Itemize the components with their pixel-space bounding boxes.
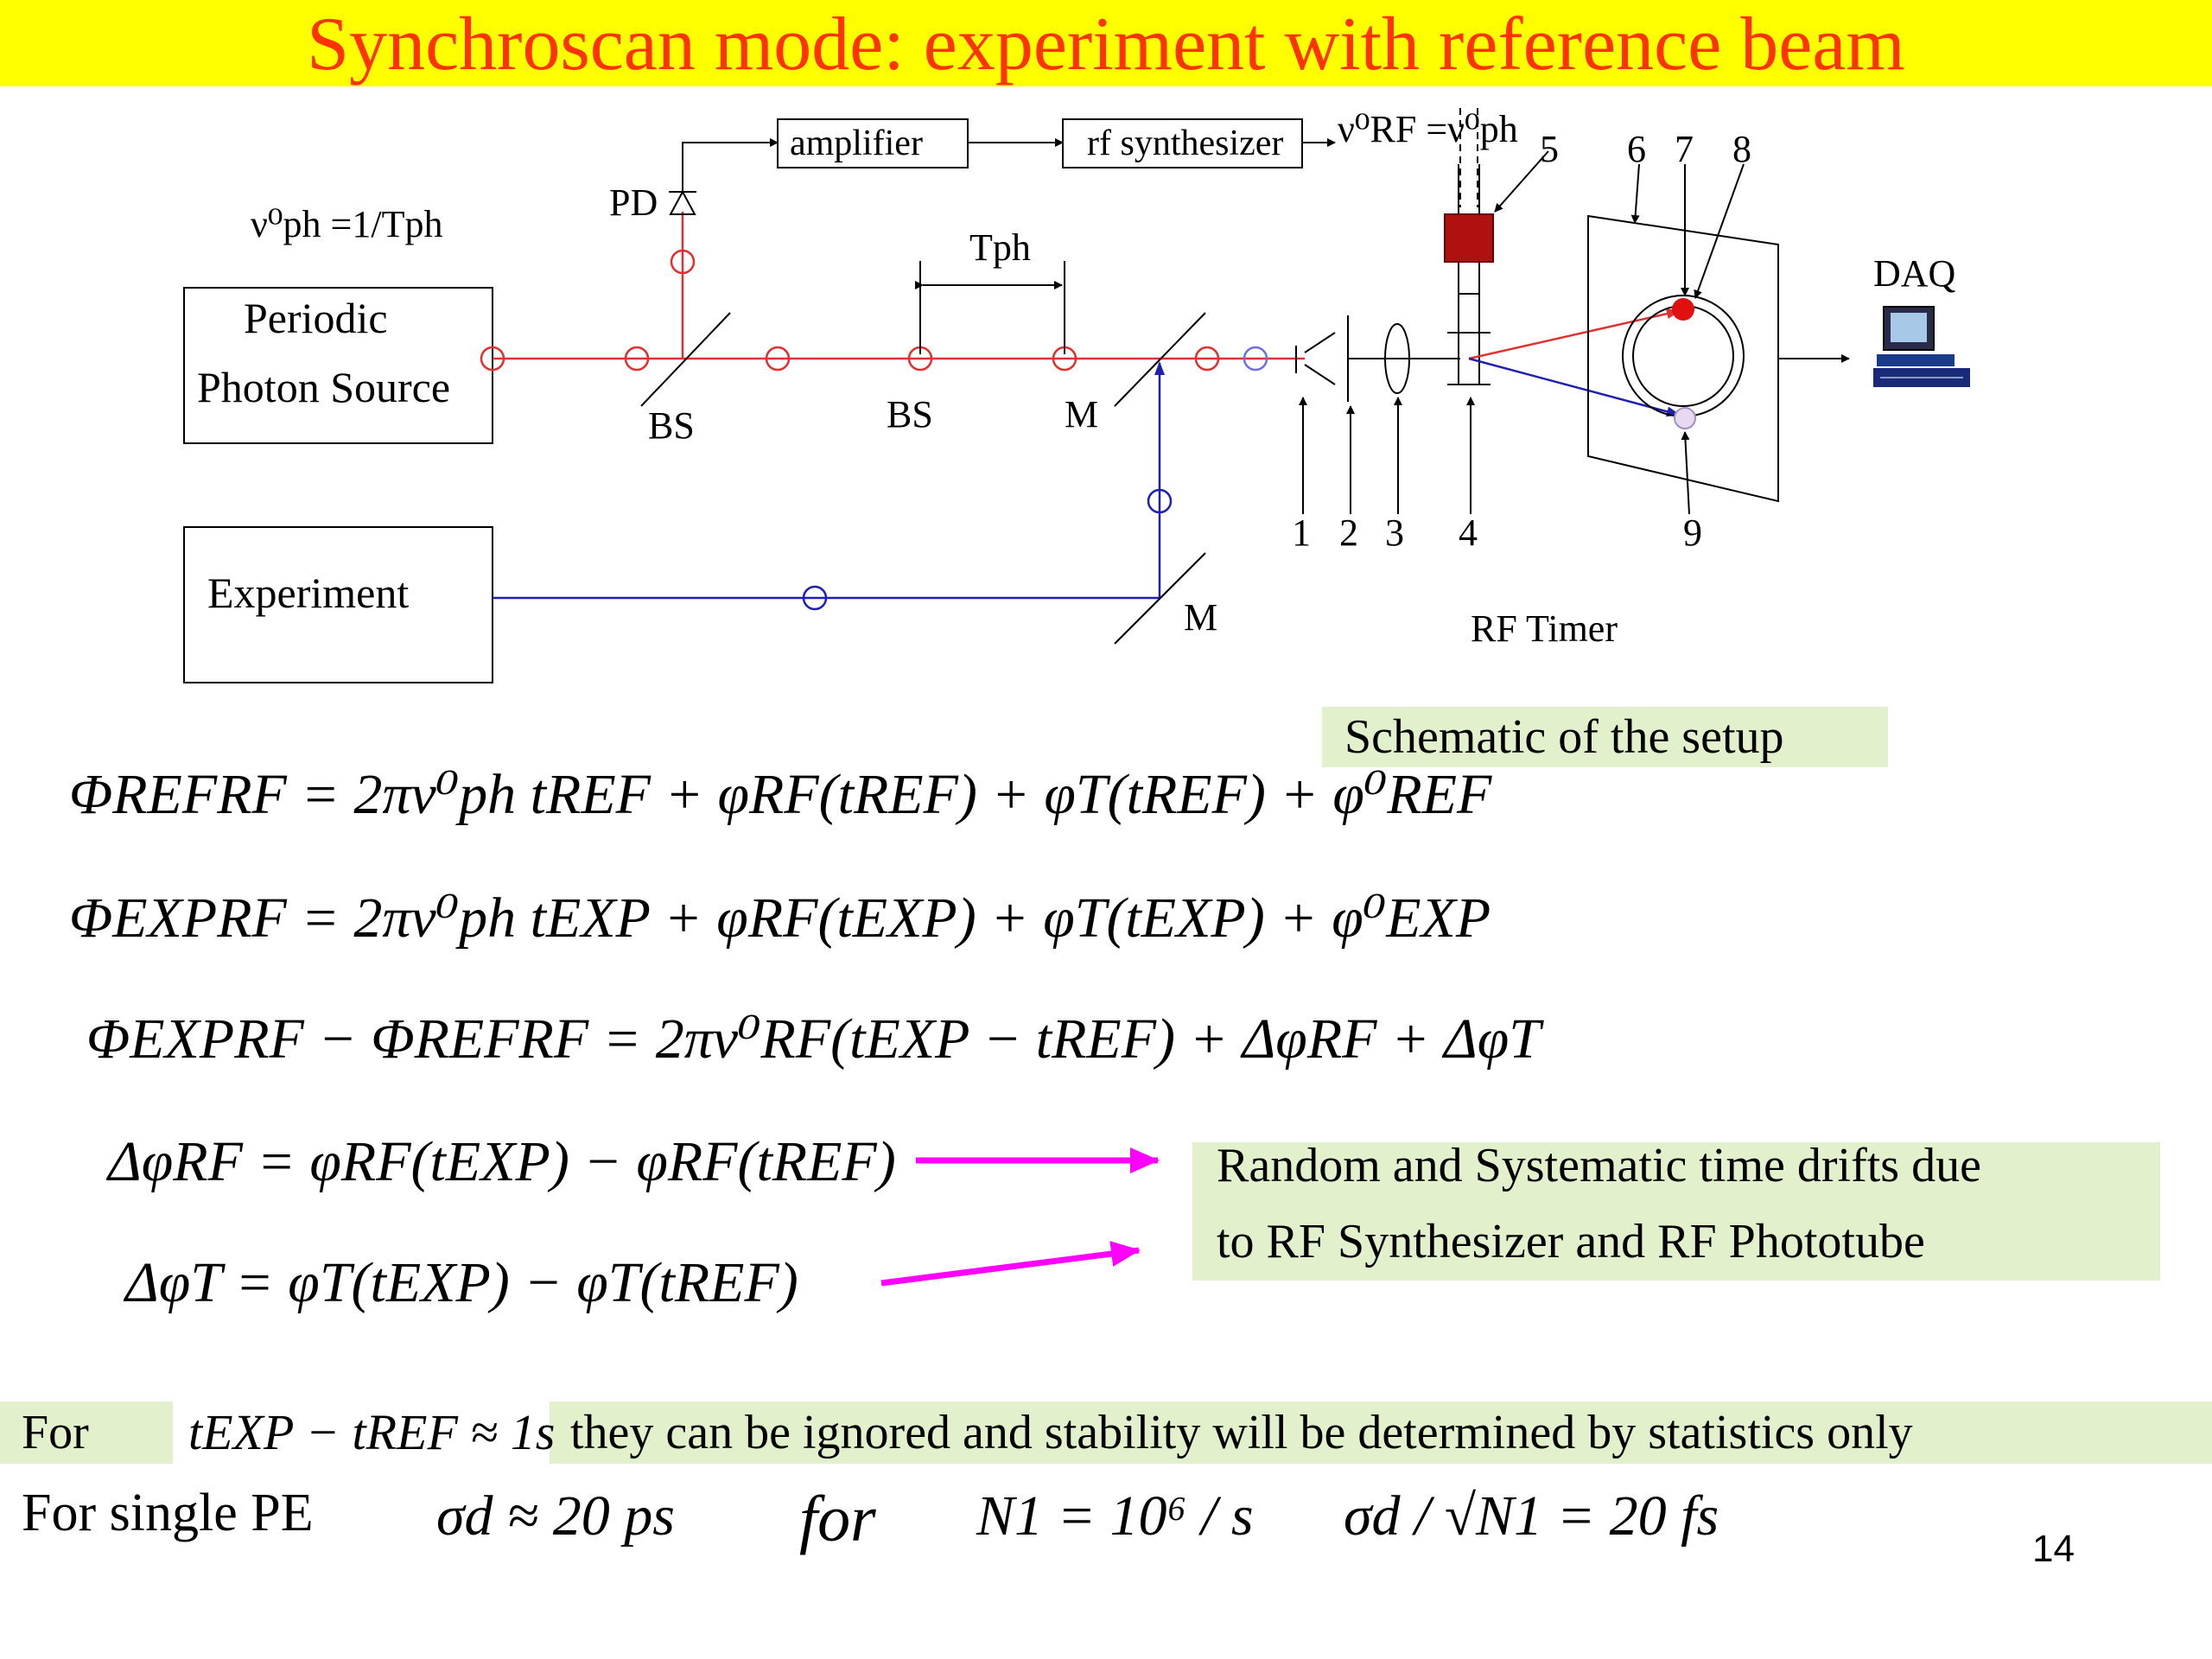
mirror-label-1: M (1065, 393, 1099, 435)
electron-path-ref (1468, 308, 1681, 360)
title-bar (0, 0, 2212, 86)
rf-frequency-label: ν⁰RF =ν⁰ph (1338, 108, 1518, 150)
equation-phase-difference: ΦEXPRF − ΦREFRF = 2πν⁰RF(tEXP − tREF) + … (86, 1007, 1541, 1071)
component-number-8: 8 (1732, 128, 1751, 170)
schematic-caption: Schematic of the setup (1344, 710, 1784, 764)
component-number-5: 5 (1540, 128, 1559, 170)
component-number-4: 4 (1459, 512, 1478, 554)
deflector-4 (1447, 164, 1491, 385)
component-number-9: 9 (1683, 512, 1702, 554)
component-number-1: 1 (1292, 512, 1311, 554)
drift-note-box (1192, 1142, 2160, 1281)
for-word: for (799, 1483, 876, 1555)
exp-spot-9 (1674, 407, 1696, 429)
photodiode-icon (669, 189, 696, 215)
equation-reference-phase: ΦREFRF = 2πν⁰ph tREF + φRF(tREF) + φT(tR… (69, 763, 1492, 826)
equation-experiment-phase: ΦEXPRF = 2πν⁰ph tEXP + φRF(tEXP) + φT(tE… (69, 887, 1491, 950)
source-label-line2: Photon Source (197, 363, 451, 411)
experiment-beam (493, 361, 1165, 600)
single-pe-label: For single PE (22, 1484, 314, 1542)
page-number: 14 (2032, 1528, 2075, 1570)
mirror-2 (1114, 552, 1206, 645)
mirror-1 (1114, 312, 1206, 407)
ignore-text-box (550, 1402, 2212, 1464)
pd-to-amplifier (682, 138, 779, 192)
ignore-statement: they can be ignored and stability will b… (570, 1406, 1913, 1459)
experiment-photon-2 (1147, 488, 1173, 514)
component-number-7: 7 (1675, 128, 1694, 170)
photoelectron-rate: N1 = 10⁶ / s (976, 1484, 1254, 1548)
source-label-line1: Periodic (244, 294, 388, 342)
component-number-2: 2 (1339, 512, 1358, 554)
detector-plane (1587, 214, 1779, 503)
synthesizer-label: rf synthesizer (1087, 124, 1284, 163)
experiment-label: Experiment (207, 569, 410, 617)
experiment-photon-1 (802, 585, 828, 611)
experiment-box (183, 526, 493, 683)
electron-path-exp (1468, 357, 1681, 417)
beam-splitter-1 (640, 312, 731, 407)
frequency-label: ν⁰ph =1/Tph (251, 203, 443, 245)
photon-source-box (183, 287, 493, 444)
time-condition: tEXP − tREF ≈ 1s (188, 1404, 556, 1460)
averaged-resolution: σd / √N1 = 20 fs (1344, 1484, 1719, 1548)
mixed-photon (1243, 346, 1268, 372)
component-number-6: 6 (1627, 128, 1646, 170)
rf-cavity-5 (1444, 213, 1494, 263)
caption-box (1322, 707, 1888, 767)
amplifier-label: amplifier (790, 124, 923, 163)
photocathode-1 (1295, 332, 1336, 385)
component-number-3: 3 (1385, 512, 1404, 554)
computer-icon (1873, 306, 1970, 387)
ref-spot-8 (1672, 298, 1694, 321)
drift-note-line2: to RF Synthesizer and RF Phototube (1217, 1215, 1925, 1268)
drift-note-line1: Random and Systematic time drifts due (1217, 1139, 1981, 1192)
circular-scan-inner (1632, 305, 1734, 407)
period-label: Tph (969, 226, 1031, 269)
for-box (0, 1402, 173, 1464)
mirror-label-2: M (1184, 596, 1218, 639)
for-label: For (22, 1406, 89, 1459)
beam-splitter-label-1: BS (648, 404, 695, 447)
pd-label: PD (609, 181, 658, 224)
equation-rf-drift: ΔφRF = φRF(tEXP) − φRF(tREF) (108, 1130, 896, 1193)
single-pe-resolution: σd ≈ 20 ps (436, 1484, 675, 1548)
beam-splitter-label-2: BS (887, 393, 933, 435)
drift-arrow-t (880, 1241, 1141, 1287)
rf-timer-label: RF Timer (1471, 607, 1618, 650)
reference-photons (480, 249, 1220, 372)
slide-title: Synchroscan mode: experiment with refere… (307, 3, 1905, 86)
equation-timer-drift: ΔφT = φT(tEXP) − φT(tREF) (125, 1251, 798, 1314)
daq-label: DAQ (1873, 252, 1956, 295)
